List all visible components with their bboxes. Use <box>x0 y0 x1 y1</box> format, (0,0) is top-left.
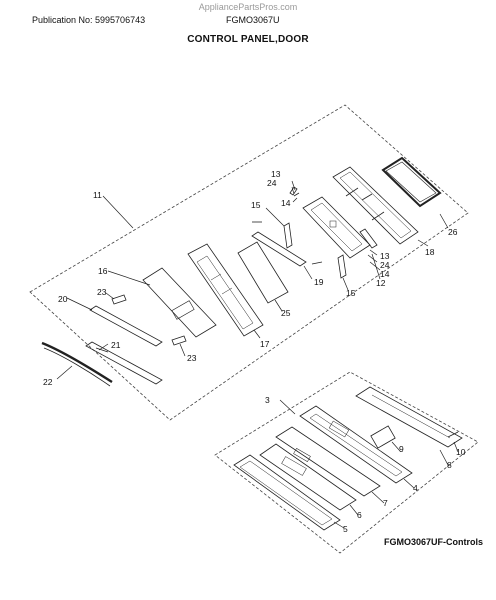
part-8-back-panel <box>355 386 463 448</box>
part-15-bracket-lower <box>337 254 347 279</box>
callout-24-upper: 24 <box>267 178 277 188</box>
callout-14-lower: 14 <box>380 269 390 279</box>
callout-25: 25 <box>281 308 291 318</box>
part-25-glass <box>237 241 289 304</box>
part-inner-metal-frame <box>302 196 371 259</box>
part-12-clip <box>359 228 378 249</box>
callout-23-upper: 23 <box>97 287 107 297</box>
callout-16: 16 <box>98 266 108 276</box>
part-5-panel <box>233 454 341 531</box>
part-23-pad-upper <box>111 294 127 305</box>
part-16-outer-glass <box>142 267 217 338</box>
callout-18: 18 <box>425 247 435 257</box>
callout-14-upper: 14 <box>281 198 291 208</box>
callout-19: 19 <box>314 277 324 287</box>
part-17-door-frame <box>187 243 264 337</box>
page-title: CONTROL PANEL,DOOR <box>187 34 309 45</box>
part-18-inner-frame <box>332 166 419 245</box>
callout-13-upper: 13 <box>271 169 281 179</box>
callout-12: 12 <box>376 278 386 288</box>
callout-26: 26 <box>448 227 458 237</box>
part-20-trim <box>89 305 163 347</box>
callout-5: 5 <box>343 524 348 534</box>
part-21-strip <box>85 341 163 385</box>
callout-22: 22 <box>43 377 53 387</box>
part-6-overlay <box>259 443 357 511</box>
leader-lines <box>56 180 459 529</box>
part-9-board <box>370 425 396 449</box>
callout-23-lower: 23 <box>187 353 197 363</box>
part-22-handle <box>41 341 113 387</box>
callout-11: 11 <box>93 190 102 200</box>
callout-8: 8 <box>447 460 452 470</box>
part-26-glass <box>381 156 442 208</box>
watermark: AppliancePartsPros.com <box>198 2 298 12</box>
part-19-bar <box>251 231 307 267</box>
part-10-screw <box>447 431 459 438</box>
callout-21: 21 <box>111 340 121 350</box>
callout-6: 6 <box>357 510 362 520</box>
callout-20: 20 <box>58 294 68 304</box>
callout-3: 3 <box>265 395 270 405</box>
diagram-caption: FGMO3067UF-Controls <box>384 537 484 547</box>
screw-lower <box>311 261 323 265</box>
callout-4: 4 <box>413 483 418 493</box>
callout-9: 9 <box>399 444 404 454</box>
part-4-frame <box>299 405 413 484</box>
part-15-bracket-upper <box>283 222 293 249</box>
door-assembly-outline <box>29 104 469 421</box>
callout-17: 17 <box>260 339 270 349</box>
part-23-pad-lower <box>171 335 187 346</box>
part-7-membrane <box>275 426 381 497</box>
control-panel-assembly-outline <box>214 371 479 554</box>
callout-24-lower: 24 <box>380 260 390 270</box>
callout-10: 10 <box>456 447 466 457</box>
callout-15-lower: 15 <box>346 288 356 298</box>
callout-13-lower: 13 <box>380 251 390 261</box>
model-number: FGMO3067U <box>226 15 280 25</box>
callout-7: 7 <box>383 498 388 508</box>
publication-number: Publication No: 5995706743 <box>32 15 146 25</box>
callout-15-upper: 15 <box>251 200 261 210</box>
